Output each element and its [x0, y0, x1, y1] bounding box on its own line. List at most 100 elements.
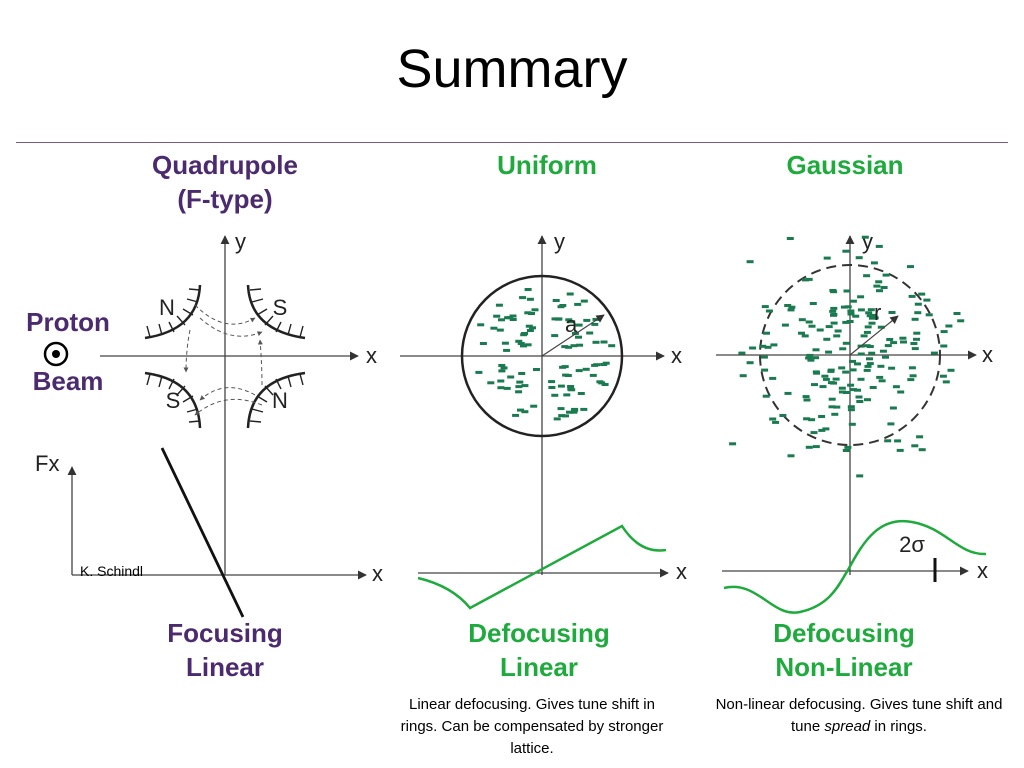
- gaussian-particle: [864, 325, 872, 329]
- gaussian-particle: [914, 302, 922, 306]
- uniform-panel: Uniform y x a x Defocusing Linear: [400, 150, 687, 682]
- gaussian-particle: [830, 313, 837, 317]
- uniform-radius-arrow: [541, 314, 605, 357]
- gaussian-particle: [868, 321, 876, 325]
- uniform-particle: [567, 385, 575, 388]
- uniform-result-line2: Linear: [500, 652, 578, 682]
- gaussian-particle: [805, 356, 813, 360]
- gaussian-particle: [857, 308, 865, 312]
- gaussian-particle: [875, 280, 883, 284]
- uniform-particle: [566, 410, 573, 414]
- uniform-particle: [551, 334, 559, 338]
- gaussian-particle: [816, 328, 824, 332]
- gaussian-particle: [825, 350, 833, 354]
- gaussian-particle: [857, 377, 865, 381]
- gaussian-particle: [819, 385, 827, 389]
- gaussian-particle: [848, 422, 856, 426]
- quadrupole-pole-hatching: [146, 288, 304, 423]
- uniform-particle: [477, 323, 485, 327]
- uniform-particle: [490, 326, 498, 330]
- gaussian-particle: [930, 351, 938, 355]
- gaussian-particle: [888, 366, 896, 370]
- uniform-particle: [553, 417, 561, 421]
- uniform-force-curve: [417, 524, 667, 610]
- uniform-particle: [497, 379, 505, 383]
- uniform-particle: [562, 414, 569, 418]
- gaussian-particle: [746, 260, 754, 264]
- uniform-result-line1: Defocusing: [468, 618, 610, 648]
- uniform-particle: [591, 322, 599, 326]
- gaussian-particle: [870, 261, 878, 265]
- uniform-particle: [570, 344, 578, 348]
- gaussian-particle: [899, 336, 907, 340]
- gaussian-particle: [857, 352, 865, 356]
- uniform-particle: [517, 408, 524, 412]
- gaussian-particle: [847, 309, 855, 313]
- uniform-particle: [601, 383, 609, 386]
- gaussian-particle: [866, 362, 874, 366]
- gaussian-particle: [897, 390, 905, 394]
- gaussian-particle: [855, 395, 863, 399]
- uniform-particle: [575, 369, 583, 373]
- gaussian-particle: [896, 448, 904, 452]
- uniform-particle: [521, 410, 529, 414]
- gaussian-particle: [911, 317, 919, 321]
- uniform-particle: [501, 341, 509, 345]
- gaussian-particle: [830, 306, 838, 310]
- uniform-particle: [524, 288, 532, 291]
- gaussian-particle: [833, 405, 841, 409]
- gaussian-particle: [864, 398, 871, 402]
- uniform-particle: [500, 366, 508, 370]
- gaussian-particle: [880, 286, 888, 289]
- gaussian-particle: [769, 376, 777, 380]
- gaussian-particle: [828, 405, 836, 409]
- uniform-particle: [558, 414, 566, 418]
- gaussian-particle: [860, 334, 868, 338]
- gaussian-particle: [866, 314, 874, 318]
- gaussian-particle: [812, 356, 820, 360]
- uniform-particle: [563, 393, 571, 397]
- gaussian-particle: [894, 439, 902, 443]
- gaussian-particle: [787, 454, 795, 458]
- gaussian-particle: [847, 312, 855, 316]
- gaussian-particle: [811, 383, 818, 387]
- uniform-particle: [526, 329, 534, 332]
- gaussian-particle: [871, 316, 879, 320]
- gaussian-particle: [854, 362, 861, 366]
- gaussian-particle: [939, 374, 947, 378]
- gaussian-particle: [909, 374, 917, 378]
- gaussian-particle: [863, 330, 871, 334]
- gaussian-particle: [802, 278, 809, 282]
- gaussian-particle: [844, 445, 852, 449]
- uniform-particle: [495, 303, 503, 307]
- gaussian-particle: [842, 370, 850, 374]
- gaussian-particle: [840, 305, 848, 309]
- gaussian-particle: [831, 412, 839, 416]
- uniform-particle: [493, 314, 501, 318]
- uniform-particle: [567, 387, 575, 391]
- gaussian-particle: [890, 341, 898, 345]
- gaussian-particle: [911, 444, 919, 448]
- quadrupole-result-line1: Focusing: [167, 618, 283, 648]
- uniform-particle: [517, 342, 525, 345]
- gaussian-particle: [873, 284, 881, 288]
- uniform-particle: [575, 323, 583, 327]
- quadrupole-heading-line1: Quadrupole: [152, 150, 298, 180]
- gaussian-particle: [865, 311, 873, 315]
- gaussian-particles: [729, 235, 965, 478]
- uniform-particle: [509, 318, 517, 321]
- gaussian-particle: [850, 388, 857, 392]
- gaussian-particle: [887, 422, 895, 426]
- gaussian-particle: [910, 342, 918, 345]
- gaussian-particle: [822, 377, 830, 381]
- quadrupole-x-axis-label: x: [366, 343, 377, 368]
- uniform-beam-boundary: [460, 274, 624, 438]
- beam-direction-icon: [43, 341, 69, 367]
- gaussian-particle: [829, 309, 837, 313]
- gaussian-particle: [878, 379, 886, 383]
- gaussian-particle: [803, 417, 811, 421]
- gaussian-particle: [900, 340, 907, 344]
- gaussian-particle: [770, 343, 778, 347]
- uniform-particle: [520, 344, 527, 348]
